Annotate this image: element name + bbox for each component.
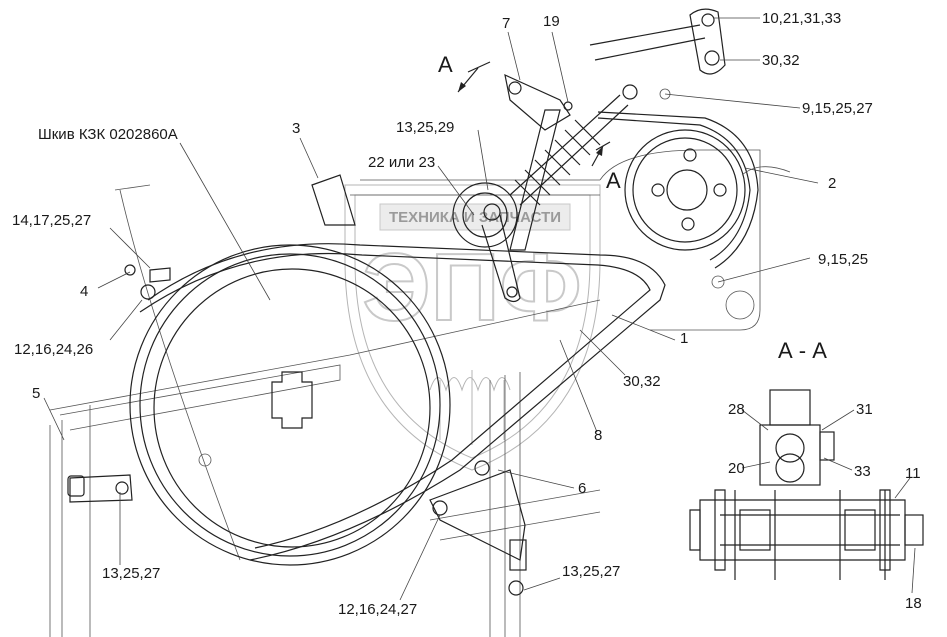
label-6: 6	[578, 480, 586, 497]
label-1: 1	[680, 330, 688, 347]
left-guard	[67, 174, 356, 503]
label-12-16-24-27: 12,16,24,27	[338, 601, 417, 618]
label-9-15-25-27: 9,15,25,27	[802, 100, 873, 117]
section-a-a-detail	[689, 389, 924, 580]
label-8: 8	[594, 427, 602, 444]
label-31: 31	[856, 401, 873, 418]
label-4: 4	[80, 283, 88, 300]
label-9-15-25: 9,15,25	[818, 251, 868, 268]
label-11: 11	[905, 465, 921, 482]
label-14-17-25-27: 14,17,25,27	[12, 212, 91, 229]
drive-belt	[139, 111, 759, 561]
large-pulley	[129, 244, 451, 566]
label-18: 18	[905, 595, 922, 612]
label-28: 28	[728, 401, 745, 418]
callout-labels: Шкив КЗК 0202860А 3 14,17,25,27 4 12,16,…	[12, 10, 922, 618]
label-13-25-29: 13,25,29	[396, 119, 454, 136]
section-markers	[457, 61, 611, 167]
label-2: 2	[828, 175, 836, 192]
pulley-hub-spline	[271, 371, 313, 429]
section-arrow-label-right: А	[606, 168, 621, 193]
small-pulley	[624, 129, 791, 251]
label-10-21-31-33: 10,21,31,33	[762, 10, 841, 27]
watermark-logo: ТЕХНИКА И ЗАПЧАСТИ ЭПФ	[344, 184, 601, 471]
label-7: 7	[502, 15, 510, 32]
label-30-32-top: 30,32	[762, 52, 800, 69]
label-20: 20	[728, 460, 745, 477]
label-13-25-27-bottom: 13,25,27	[562, 563, 620, 580]
watermark-banner: ТЕХНИКА И ЗАПЧАСТИ	[389, 209, 561, 226]
frame-structure	[49, 149, 761, 637]
section-title: А - А	[778, 338, 827, 363]
label-30-32-mid: 30,32	[623, 373, 661, 390]
label-pulley-name: Шкив КЗК 0202860А	[38, 126, 178, 143]
label-13-25-27-left: 13,25,27	[102, 565, 160, 582]
label-22-or-23: 22 или 23	[368, 154, 435, 171]
label-19: 19	[543, 13, 560, 30]
label-33: 33	[854, 463, 871, 480]
label-12-16-24-26: 12,16,24,26	[14, 341, 93, 358]
section-arrow-label-left: А	[438, 52, 453, 77]
label-3: 3	[292, 120, 300, 137]
label-5: 5	[32, 385, 40, 402]
bottom-guard	[429, 460, 527, 596]
leader-lines	[43, 17, 916, 601]
tensioner-assembly	[452, 24, 706, 303]
upper-bracket	[659, 8, 726, 289]
